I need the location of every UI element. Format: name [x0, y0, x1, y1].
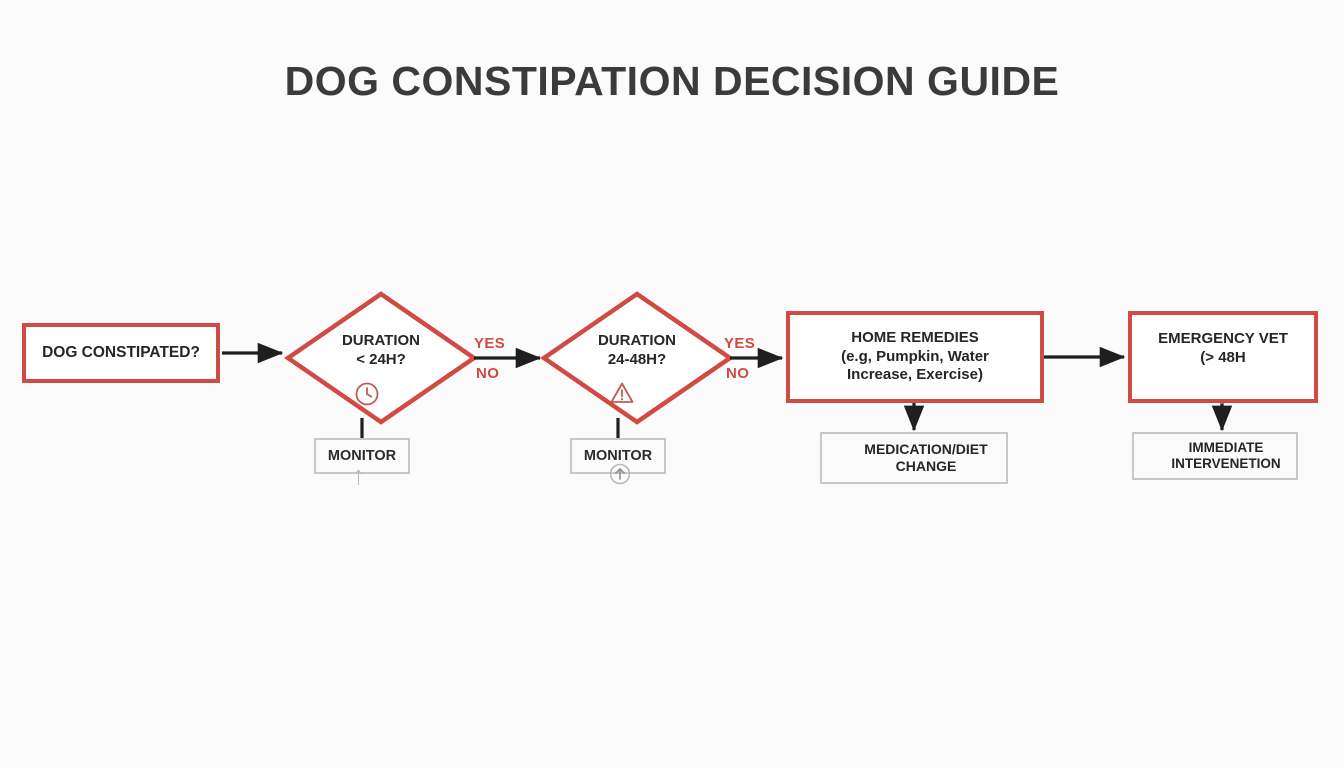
- node-label-home-remedies: HOME REMEDIES (e.g, Pumpkin, Water Incre…: [841, 328, 989, 384]
- node-label-monitor-2: MONITOR: [583, 447, 653, 464]
- node-emergency-vet[interactable]: EMERGENCY VET (> 48H: [1128, 311, 1318, 403]
- node-duration-24-48h[interactable]: DURATION 24-48H?: [544, 294, 730, 422]
- node-label-immediate-intervention: IMMEDIATE INTERVENETION: [1171, 439, 1281, 471]
- up-arrow-icon-monitor-1: ↑: [352, 460, 365, 490]
- branch-label-yes-2: YES: [724, 335, 756, 352]
- branch-label-no-1: NO: [476, 365, 500, 382]
- node-immediate-intervention[interactable]: IMMEDIATE INTERVENETION: [1132, 432, 1298, 480]
- up-arrow-circle-icon-monitor-2: [608, 462, 632, 492]
- up-arrow-circle-glyph: [609, 463, 631, 485]
- node-label-emergency-vet: EMERGENCY VET (> 48H: [1158, 330, 1288, 366]
- branch-label-no-2: NO: [726, 365, 750, 382]
- node-duration-under-24h[interactable]: DURATION < 24H?: [288, 294, 474, 422]
- node-label-medication-diet-change: MEDICATION/DIET CHANGE: [864, 440, 988, 474]
- node-monitor-1[interactable]: MONITOR: [314, 438, 410, 474]
- node-monitor-2[interactable]: MONITOR: [570, 438, 666, 474]
- node-label-duration-24-48h: DURATION 24-48H?: [597, 332, 677, 368]
- node-dog-constipated[interactable]: DOG CONSTIPATED?: [22, 323, 220, 383]
- node-medication-diet-change[interactable]: MEDICATION/DIET CHANGE: [820, 432, 1008, 484]
- diamond-decision1-shape: [284, 291, 478, 425]
- node-label-duration-under-24h: DURATION < 24H?: [341, 332, 421, 368]
- branch-label-yes-1: YES: [474, 335, 506, 352]
- node-label-dog-constipated: DOG CONSTIPATED?: [42, 344, 200, 362]
- node-label-monitor-1: MONITOR: [327, 447, 397, 464]
- page-title: DOG CONSTIPATION DECISION GUIDE: [284, 58, 1060, 104]
- warning-triangle-icon: [610, 382, 634, 403]
- clock-icon: [355, 382, 379, 406]
- node-home-remedies[interactable]: HOME REMEDIES (e.g, Pumpkin, Water Incre…: [786, 311, 1044, 403]
- diamond-decision2-shape: [540, 291, 734, 425]
